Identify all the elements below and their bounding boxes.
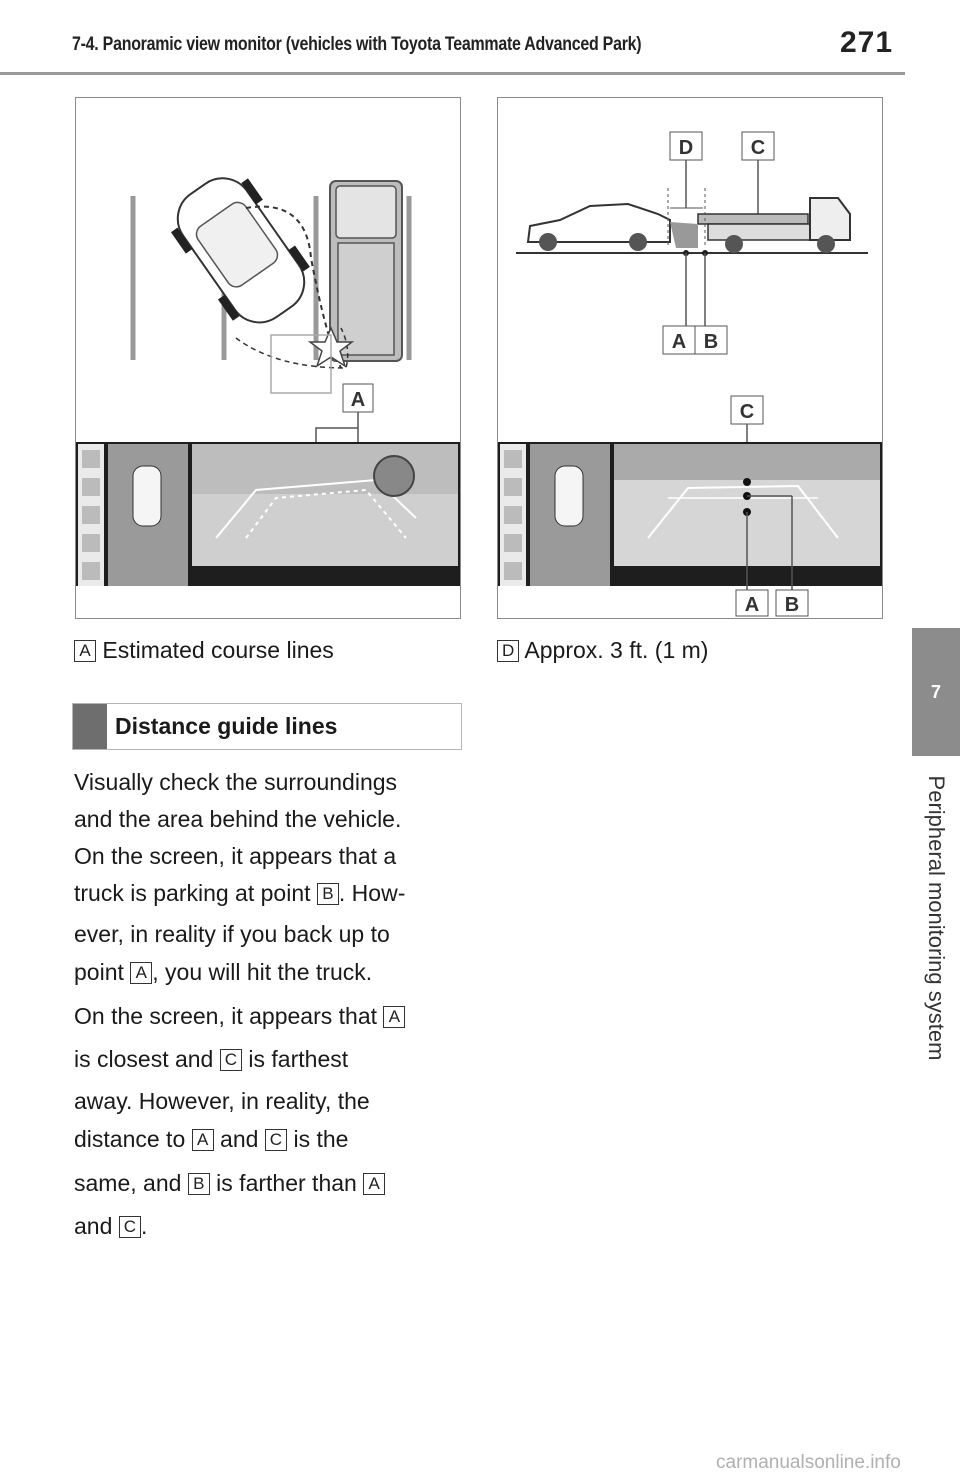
callout-d: D	[679, 137, 693, 159]
body-line-12-post: .	[141, 1213, 148, 1239]
body-line-8-pre: is closest and	[74, 1046, 220, 1072]
callout-a-bottom: A	[745, 594, 759, 616]
ref-label-a: A	[130, 962, 153, 984]
body-line-10-pre: distance to	[74, 1126, 192, 1152]
ref-label-b: B	[316, 883, 339, 905]
body-line-9: away. However, in reality, the	[74, 1088, 370, 1114]
running-header-title: 7-4. Panoramic view monitor (vehicles wi…	[72, 34, 642, 55]
body-line-12-pre: and	[74, 1213, 119, 1239]
callout-b-bottom: B	[785, 594, 799, 616]
body-line-6-post: , you will hit the truck.	[152, 959, 373, 985]
body-line-5: ever, in reality if you back up to	[74, 921, 390, 947]
body-line-11: same, and B is farther than A	[74, 1170, 386, 1197]
callout-b-top: B	[704, 331, 718, 353]
body-line-1: Visually check the surroundings	[74, 769, 398, 795]
ref-label-c: C	[219, 1049, 243, 1071]
figure-parking-top-view: A	[75, 97, 461, 619]
body-line-7: On the screen, it appears that A	[74, 1003, 406, 1030]
distance-illustration: D C A B C	[498, 131, 882, 617]
ref-label-c: C	[118, 1216, 142, 1238]
page-number: 271	[840, 26, 894, 59]
ref-label-a: A	[363, 1173, 386, 1195]
chapter-number: 7	[930, 681, 941, 702]
body-line-12: and C.	[74, 1213, 147, 1240]
ref-label-b: B	[187, 1173, 210, 1195]
section-heading-text: Distance guide lines	[115, 713, 338, 739]
body-line-3: On the screen, it appears that a	[74, 843, 397, 869]
chapter-tab[interactable]: 7	[912, 628, 960, 756]
caption-left-label: A	[74, 640, 96, 662]
callout-c: C	[751, 137, 765, 159]
body-line-4-post: . How-	[338, 880, 406, 906]
ref-label-a: A	[191, 1129, 214, 1151]
body-line-2: and the area behind the vehicle.	[74, 806, 402, 832]
body-line-4-pre: truck is parking at point	[74, 880, 317, 906]
chapter-title: Peripheral monitoring system	[924, 775, 949, 1061]
watermark: carmanualsonline.info	[716, 1452, 901, 1473]
caption-left: A Estimated course lines	[74, 637, 334, 664]
header-rule	[0, 72, 905, 75]
body-line-8: is closest and C is farthest	[74, 1046, 348, 1073]
callout-a: A	[351, 389, 365, 411]
body-line-6-pre: point	[74, 959, 131, 985]
caption-right-label: D	[497, 640, 520, 662]
caption-left-text: Estimated course lines	[102, 637, 334, 663]
parking-illustration: A	[76, 177, 460, 586]
body-line-10-post: is the	[287, 1126, 349, 1152]
body-line-11-mid: is farther than	[209, 1170, 364, 1196]
section-heading-bar	[73, 704, 107, 749]
caption-right-text: Approx. 3 ft. (1 m)	[524, 637, 709, 663]
body-line-10-mid: and	[213, 1126, 265, 1152]
body-line-11-pre: same, and	[74, 1170, 188, 1196]
body-line-8-post: is farthest	[242, 1046, 349, 1072]
ref-label-a: A	[383, 1006, 406, 1028]
ref-label-c: C	[264, 1129, 288, 1151]
body-line-6: point A, you will hit the truck.	[74, 959, 372, 986]
callout-a-top: A	[672, 331, 686, 353]
figure-distance-guide: D C A B C	[497, 97, 883, 619]
section-heading: Distance guide lines	[72, 703, 462, 750]
body-line-10: distance to A and C is the	[74, 1126, 348, 1153]
body-line-7-pre: On the screen, it appears that	[74, 1003, 384, 1029]
caption-right: D Approx. 3 ft. (1 m)	[497, 637, 708, 664]
callout-c-screen: C	[740, 401, 754, 423]
body-line-4: truck is parking at point B. How-	[74, 880, 405, 907]
